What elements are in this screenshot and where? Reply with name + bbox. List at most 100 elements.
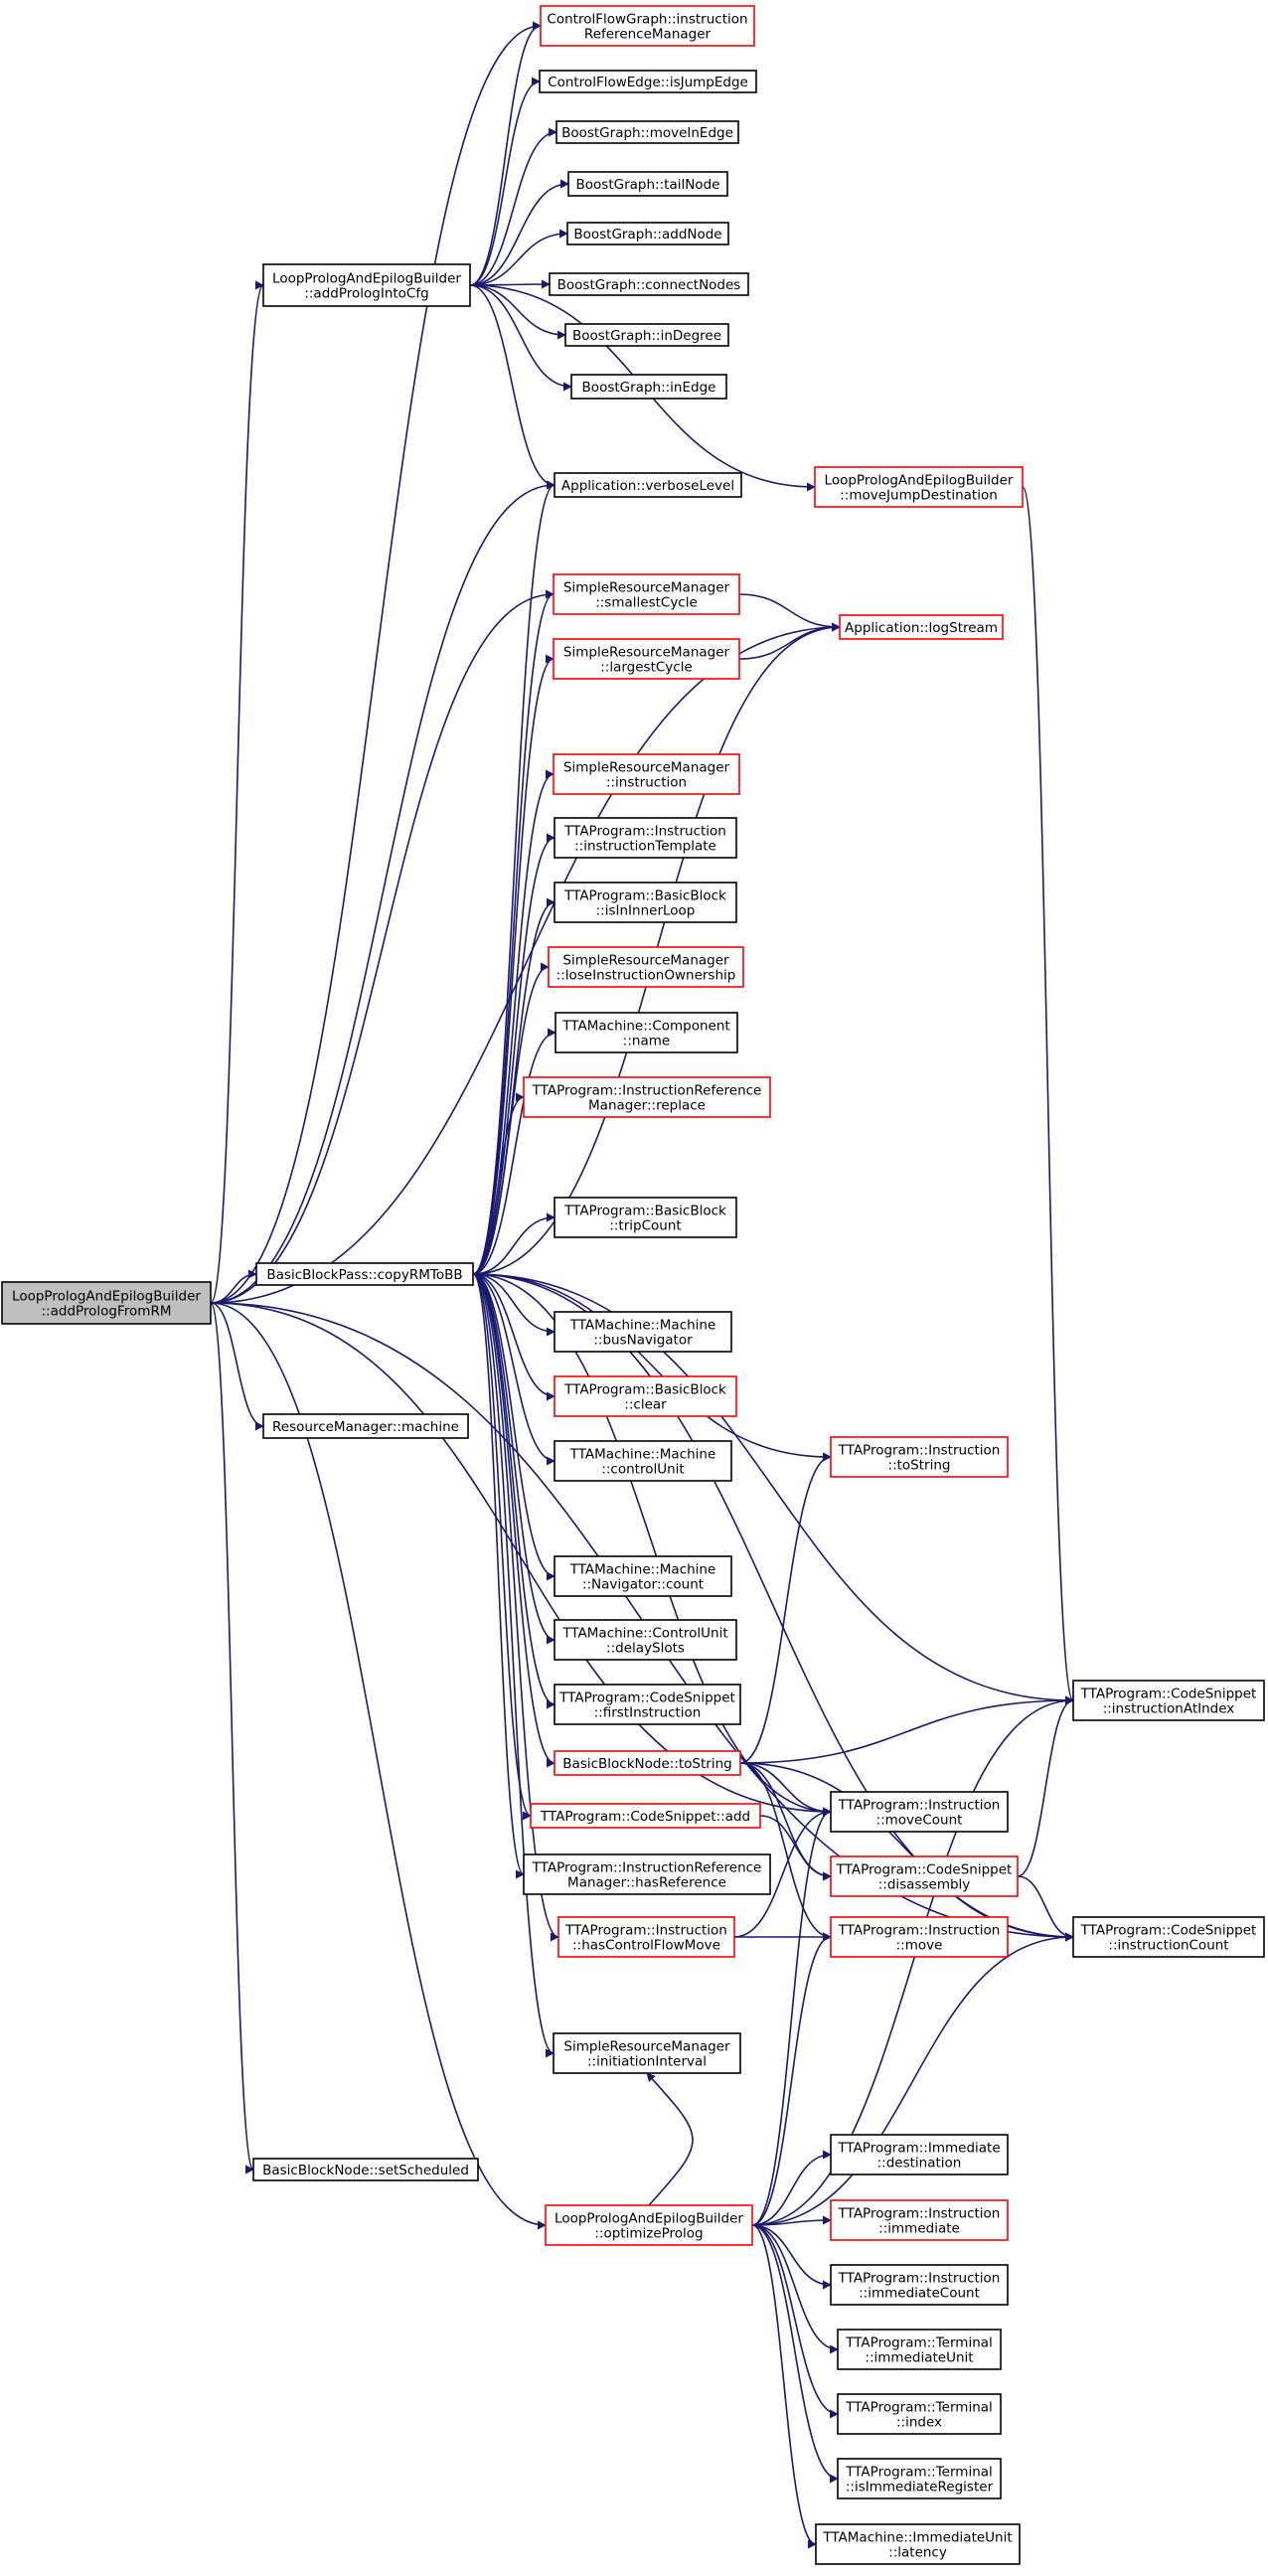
edge-copyRMToBB-to-tripCount bbox=[472, 1212, 555, 1275]
node-delaySlots[interactable]: TTAMachine::ControlUnit::delaySlots bbox=[554, 1619, 737, 1661]
node-busNavigator[interactable]: TTAMachine::Machine::busNavigator bbox=[554, 1311, 732, 1353]
node-label-cfgIRM-0: ControlFlowGraph::instruction bbox=[547, 12, 747, 28]
node-label-isInInnerLoop-0: TTAProgram::BasicBlock bbox=[563, 888, 726, 904]
node-box-tripCount bbox=[554, 1197, 737, 1238]
node-label-immDestination-0: TTAProgram::Immediate bbox=[837, 2141, 1000, 2157]
node-componentName[interactable]: TTAMachine::Component::name bbox=[555, 1012, 738, 1053]
node-box-navCount bbox=[554, 1555, 732, 1597]
node-hasCFMove[interactable]: TTAProgram::Instruction::hasControlFlowM… bbox=[557, 1916, 735, 1958]
node-largestCycle[interactable]: SimpleResourceManager::largestCycle bbox=[553, 638, 740, 680]
node-initInterval[interactable]: SimpleResourceManager::initiationInterva… bbox=[553, 2032, 741, 2074]
node-label-hasCFMove-1: ::hasControlFlowMove bbox=[572, 1938, 720, 1954]
node-root[interactable]: LoopPrologAndEpilogBuilder::addPrologFro… bbox=[1, 1281, 212, 1325]
edge-bbnToString-to-instrAtIndex bbox=[739, 1695, 1074, 1764]
node-label-disassembly-0: TTAProgram::CodeSnippet bbox=[836, 1862, 1013, 1878]
node-immCount[interactable]: TTAProgram::Instruction::immediateCount bbox=[830, 2264, 1009, 2306]
edge-root-to-cfgIRM bbox=[210, 21, 542, 1304]
node-hasReference[interactable]: TTAProgram::InstructionReferenceManager:… bbox=[523, 1853, 771, 1895]
node-box-logStream bbox=[839, 614, 1004, 640]
node-label-instrCount-0: TTAProgram::CodeSnippet bbox=[1080, 1923, 1257, 1939]
node-label-tripCount-0: TTAProgram::BasicBlock bbox=[563, 1204, 726, 1219]
edge-csAdd-to-disassembly bbox=[759, 1815, 832, 1881]
edge-addPrologIntoCfg-to-inEdge bbox=[469, 284, 572, 392]
node-optimizeProlog[interactable]: LoopPrologAndEpilogBuilder::optimizeProl… bbox=[545, 2204, 753, 2246]
node-box-addPrologIntoCfg bbox=[262, 263, 471, 307]
node-termIndex[interactable]: TTAProgram::Terminal::index bbox=[837, 2393, 1002, 2435]
node-loseOwnership[interactable]: SimpleResourceManager::loseInstructionOw… bbox=[548, 946, 744, 988]
edge-optimizeProlog-to-immUnit bbox=[751, 2224, 839, 2354]
node-csAdd[interactable]: TTAProgram::CodeSnippet::add bbox=[530, 1803, 761, 1829]
node-instrTemplate[interactable]: TTAProgram::Instruction::instructionTemp… bbox=[554, 817, 737, 859]
node-label-moveCount-0: TTAProgram::Instruction bbox=[838, 1798, 1001, 1814]
edge-root-to-smallestCycle bbox=[210, 589, 555, 1304]
node-disassembly[interactable]: TTAProgram::CodeSnippet::disassembly bbox=[830, 1855, 1019, 1897]
node-connectNodes[interactable]: BoostGraph::connectNodes bbox=[549, 272, 749, 296]
node-label-srmInstruction-0: SimpleResourceManager bbox=[563, 760, 730, 776]
node-box-setScheduled bbox=[252, 2158, 479, 2181]
node-addPrologIntoCfg[interactable]: LoopPrologAndEpilogBuilder::addPrologInt… bbox=[262, 263, 471, 307]
node-inEdge[interactable]: BoostGraph::inEdge bbox=[570, 374, 727, 400]
edge-copyRMToBB-to-moveCount bbox=[472, 1273, 832, 1817]
node-bbClear[interactable]: TTAProgram::BasicBlock::clear bbox=[554, 1375, 737, 1417]
edge-copyRMToBB-to-firstInstruction bbox=[472, 1273, 555, 1709]
edge-bbnToString-to-moveCount bbox=[739, 1762, 832, 1817]
node-instrImmediate[interactable]: TTAProgram::Instruction::immediate bbox=[830, 2199, 1009, 2241]
node-label-isInInnerLoop-1: ::isInInnerLoop bbox=[596, 903, 696, 919]
edge-hasCFMove-to-moveCount bbox=[733, 1807, 832, 1938]
node-box-hasReference bbox=[523, 1853, 771, 1895]
edge-copyRMToBB-to-busNavigator bbox=[472, 1273, 555, 1337]
node-box-initInterval bbox=[553, 2032, 741, 2074]
node-instrToString[interactable]: TTAProgram::Instruction::toString bbox=[830, 1436, 1009, 1478]
node-addNode[interactable]: BoostGraph::addNode bbox=[566, 222, 729, 245]
node-smallestCycle[interactable]: SimpleResourceManager::smallestCycle bbox=[553, 573, 740, 615]
node-tripCount[interactable]: TTAProgram::BasicBlock::tripCount bbox=[554, 1197, 737, 1238]
node-inDegree[interactable]: BoostGraph::inDegree bbox=[564, 323, 729, 347]
node-label-isImmReg-1: ::isImmediateRegister bbox=[846, 2480, 994, 2496]
node-label-iuLatency-1: ::latency bbox=[888, 2545, 947, 2561]
node-moveCount[interactable]: TTAProgram::Instruction::moveCount bbox=[830, 1791, 1009, 1833]
node-controlUnit[interactable]: TTAMachine::Machine::controlUnit bbox=[554, 1440, 732, 1482]
node-rmMachine[interactable]: ResourceManager::machine bbox=[262, 1413, 469, 1439]
node-label-loseOwnership-0: SimpleResourceManager bbox=[562, 953, 729, 969]
node-verboseLevel[interactable]: Application::verboseLevel bbox=[554, 472, 742, 498]
node-moveJumpDest[interactable]: LoopPrologAndEpilogBuilder::moveJumpDest… bbox=[814, 466, 1024, 508]
node-instrCount[interactable]: TTAProgram::CodeSnippet::instructionCoun… bbox=[1072, 1916, 1265, 1958]
node-copyRMToBB[interactable]: BasicBlockPass::copyRMToBB bbox=[255, 1262, 474, 1286]
edge-copyRMToBB-to-instrAtIndex bbox=[472, 1273, 1074, 1705]
node-label-hasCFMove-0: TTAProgram::Instruction bbox=[564, 1923, 727, 1939]
edge-disassembly-to-instrAtIndex bbox=[1017, 1695, 1074, 1877]
node-immUnit[interactable]: TTAProgram::Terminal::immediateUnit bbox=[837, 2329, 1002, 2370]
edge-copyRMToBB-to-bbnToString bbox=[472, 1273, 555, 1768]
node-isJumpEdge[interactable]: ControlFlowEdge::isJumpEdge bbox=[539, 70, 757, 93]
node-moveInEdge[interactable]: BoostGraph::moveInEdge bbox=[555, 120, 739, 144]
edge-addPrologIntoCfg-to-moveInEdge bbox=[469, 127, 557, 286]
node-instrMove[interactable]: TTAProgram::Instruction::move bbox=[830, 1916, 1009, 1958]
node-label-immUnit-0: TTAProgram::Terminal bbox=[845, 2335, 993, 2351]
edge-root-to-logStream bbox=[210, 622, 841, 1304]
node-iuLatency[interactable]: TTAMachine::ImmediateUnit::latency bbox=[815, 2523, 1021, 2565]
node-isImmReg[interactable]: TTAProgram::Terminal::isImmediateRegiste… bbox=[837, 2458, 1002, 2499]
node-navCount[interactable]: TTAMachine::Machine::Navigator::count bbox=[554, 1555, 732, 1597]
edge-optimizeProlog-to-initInterval bbox=[646, 2072, 694, 2206]
node-isInInnerLoop[interactable]: TTAProgram::BasicBlock::isInInnerLoop bbox=[554, 882, 737, 923]
node-box-optimizeProlog bbox=[545, 2204, 753, 2246]
node-srmInstruction[interactable]: SimpleResourceManager::instruction bbox=[553, 753, 740, 795]
node-label-irmReplace-1: Manager::replace bbox=[588, 1098, 706, 1114]
node-firstInstruction[interactable]: TTAProgram::CodeSnippet::firstInstructio… bbox=[554, 1684, 741, 1725]
edge-copyRMToBB-to-delaySlots bbox=[472, 1273, 555, 1645]
node-setScheduled[interactable]: BasicBlockNode::setScheduled bbox=[252, 2158, 479, 2181]
edge-copyRMToBB-to-instrToString bbox=[472, 1273, 832, 1462]
node-logStream[interactable]: Application::logStream bbox=[839, 614, 1004, 640]
node-tailNode[interactable]: BoostGraph::tailNode bbox=[567, 171, 728, 197]
node-cfgIRM[interactable]: ControlFlowGraph::instructionReferenceMa… bbox=[540, 5, 755, 47]
node-box-instrToString bbox=[830, 1436, 1009, 1478]
node-immDestination[interactable]: TTAProgram::Immediate::destination bbox=[830, 2134, 1009, 2175]
node-bbnToString[interactable]: BasicBlockNode::toString bbox=[554, 1750, 741, 1776]
edge-optimizeProlog-to-instrCount bbox=[751, 1932, 1074, 2226]
node-instrAtIndex[interactable]: TTAProgram::CodeSnippet::instructionAtIn… bbox=[1072, 1680, 1265, 1721]
node-label-hasReference-1: Manager::hasReference bbox=[567, 1875, 726, 1891]
node-label-controlUnit-1: ::controlUnit bbox=[601, 1462, 684, 1478]
node-irmReplace[interactable]: TTAProgram::InstructionReferenceManager:… bbox=[523, 1076, 771, 1118]
node-label-root-0: LoopPrologAndEpilogBuilder bbox=[12, 1289, 201, 1305]
